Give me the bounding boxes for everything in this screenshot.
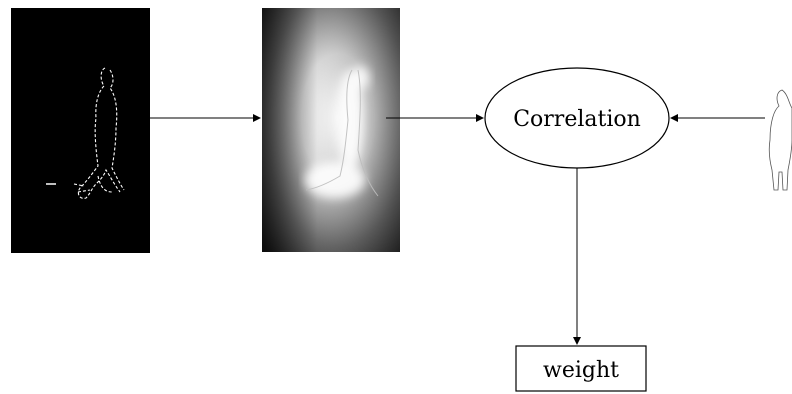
correlation-node: Correlation bbox=[484, 67, 670, 169]
template-silhouette-image bbox=[768, 89, 792, 191]
weight-node: weight bbox=[515, 345, 647, 392]
edge-map-image bbox=[11, 8, 150, 253]
weight-label: weight bbox=[543, 358, 619, 383]
distance-map-image bbox=[262, 8, 400, 252]
correlation-label: Correlation bbox=[513, 107, 641, 132]
